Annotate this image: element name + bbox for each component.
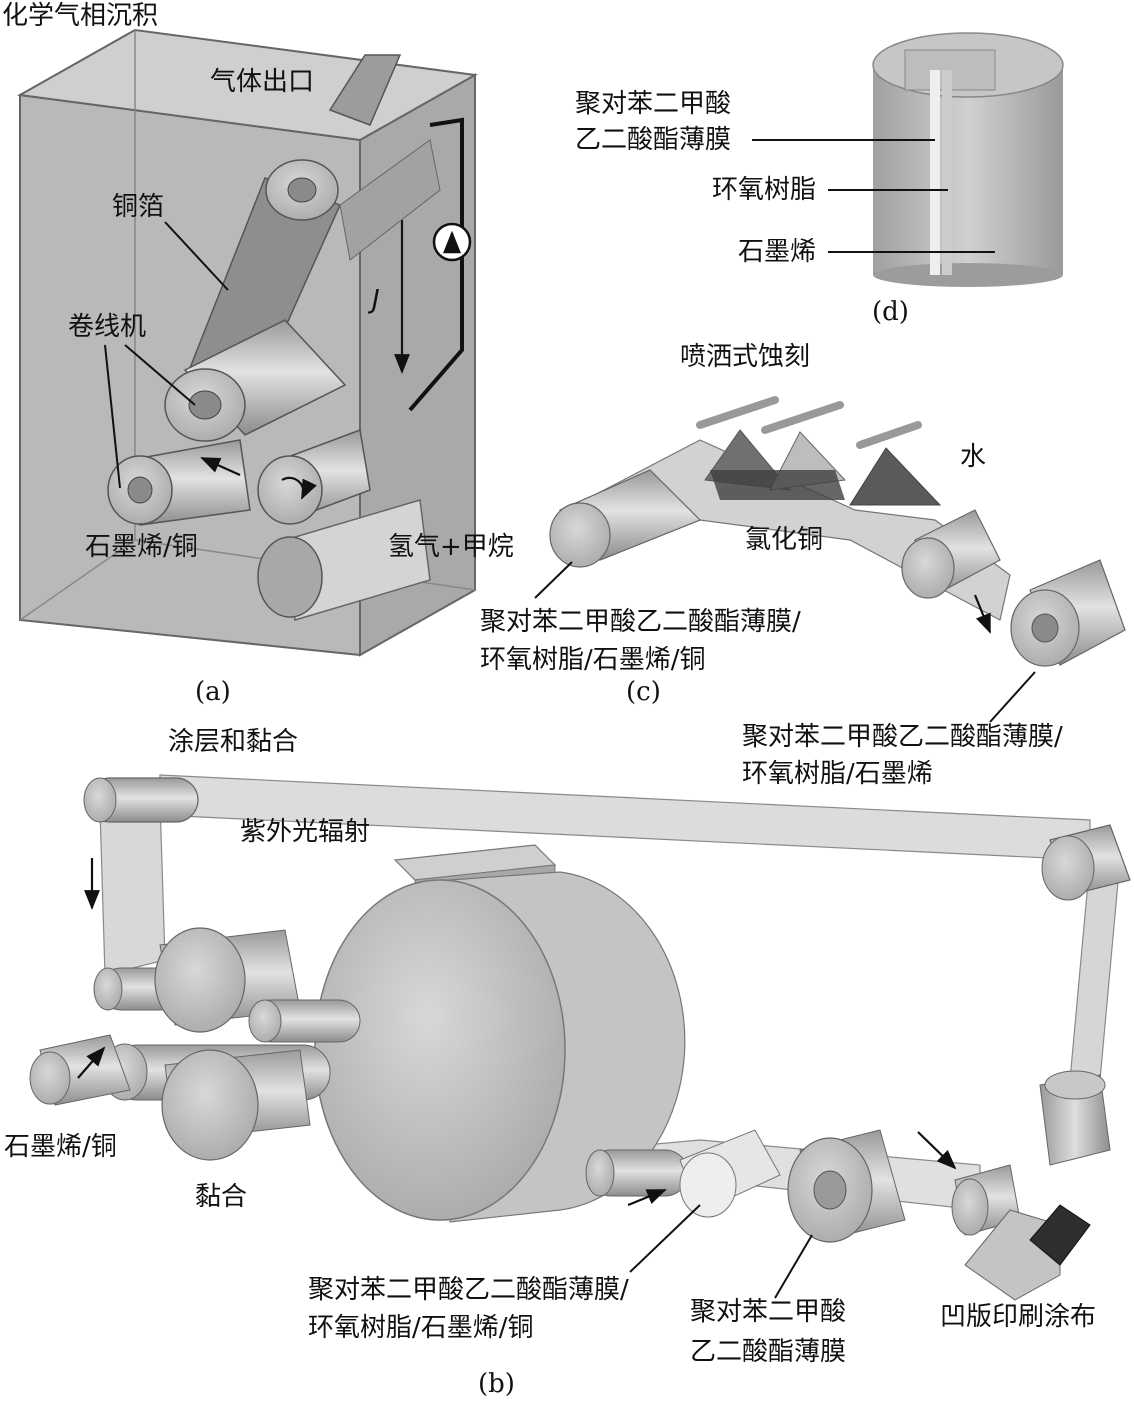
pet-epoxy-graphene-label-c-line2: 环氧树脂/石墨烯	[742, 759, 933, 789]
copper-foil-label: 铜箔	[112, 192, 164, 222]
spray-bars	[696, 396, 942, 506]
caption-c: (c)	[626, 677, 661, 707]
pet-epoxy-graphene-copper-label-b-line1: 聚对苯二甲酸乙二酸酯薄膜/	[308, 1275, 629, 1305]
graphene-copper-roll	[107, 439, 251, 526]
panel-d: 聚对苯二甲酸 乙二酸酯薄膜 环氧树脂 石墨烯 (d)	[575, 32, 1064, 327]
bonding-label: 黏合	[195, 1182, 247, 1212]
graphene-copper-label-a: 石墨烯/铜	[85, 532, 198, 562]
hydrogen-methane-label: 氢气+甲烷	[388, 532, 514, 562]
coating-top-roller	[83, 777, 199, 823]
feed-roller	[257, 428, 371, 525]
epoxy-label-d: 环氧树脂	[712, 175, 816, 205]
bottom-cylinder	[257, 499, 431, 621]
caption-a: (a)	[195, 677, 231, 707]
copper-chloride-label: 氯化铜	[745, 525, 823, 555]
top-roller	[265, 159, 339, 221]
spray-etching-label: 喷洒式蚀刻	[680, 342, 810, 372]
panel-c: 喷洒式蚀刻 水 氯化铜 聚对苯二甲酸乙二酸酯薄膜/ 环氧树脂/石墨烯/铜 (c)…	[480, 342, 1126, 789]
pet-film-label-d-line1: 聚对苯二甲酸	[575, 89, 731, 119]
pet-film-label-b-line1: 聚对苯二甲酸	[690, 1297, 846, 1327]
caption-d: (d)	[872, 297, 909, 327]
caption-b: (b)	[478, 1369, 515, 1399]
graphene-copper-label-b: 石墨烯/铜	[4, 1132, 117, 1162]
laminating-rollers	[93, 927, 361, 1161]
current-loop	[394, 117, 472, 412]
winder-label: 卷线机	[68, 312, 146, 342]
gravure-coating-label: 凹版印刷涂布	[940, 1302, 1096, 1332]
coating-bonding-label: 涂层和黏合	[168, 727, 298, 757]
gas-outlet-label: 气体出口	[210, 67, 314, 97]
panel-a-title: 化学气相沉积	[2, 1, 158, 31]
etch-mid-roller	[901, 509, 1001, 599]
uv-curing-drum	[314, 871, 686, 1223]
graphene-label-d: 石墨烯	[738, 237, 816, 267]
winder-roller	[164, 319, 347, 442]
gravure-coater	[951, 1070, 1111, 1301]
etch-input-roll	[549, 469, 702, 568]
panel-b: 涂层和黏合 紫外光辐射 石墨烯/铜 黏合 聚对苯二甲酸乙二酸酯薄膜/ 环氧树脂/…	[4, 727, 1131, 1399]
pet-film-label-b-line2: 乙二酸酯薄膜	[690, 1337, 846, 1367]
layered-cylinder	[872, 32, 1064, 287]
return-roller	[1041, 824, 1131, 901]
etch-output-roll	[1010, 559, 1126, 667]
gas-outlet-funnel	[328, 54, 402, 126]
pet-film-label-d-line2: 乙二酸酯薄膜	[575, 125, 731, 155]
pet-epoxy-graphene-label-c-line1: 聚对苯二甲酸乙二酸酯薄膜/	[742, 722, 1063, 752]
laminated-output-rolls	[585, 1129, 781, 1218]
pet-epoxy-graphene-copper-label-c-line1: 聚对苯二甲酸乙二酸酯薄膜/	[480, 607, 801, 637]
panel-a: 化学气相沉积 气体出口 铜箔 卷线机 J 石墨烯/铜 氢气+甲烷 (a)	[2, 1, 514, 707]
pet-epoxy-graphene-copper-label-b-line2: 环氧树脂/石墨烯/铜	[308, 1313, 534, 1343]
pet-epoxy-graphene-copper-label-c-line2: 环氧树脂/石墨烯/铜	[480, 645, 706, 675]
uv-radiation-label: 紫外光辐射	[240, 817, 370, 847]
pet-film-roll	[787, 1129, 906, 1243]
water-label: 水	[960, 442, 986, 472]
